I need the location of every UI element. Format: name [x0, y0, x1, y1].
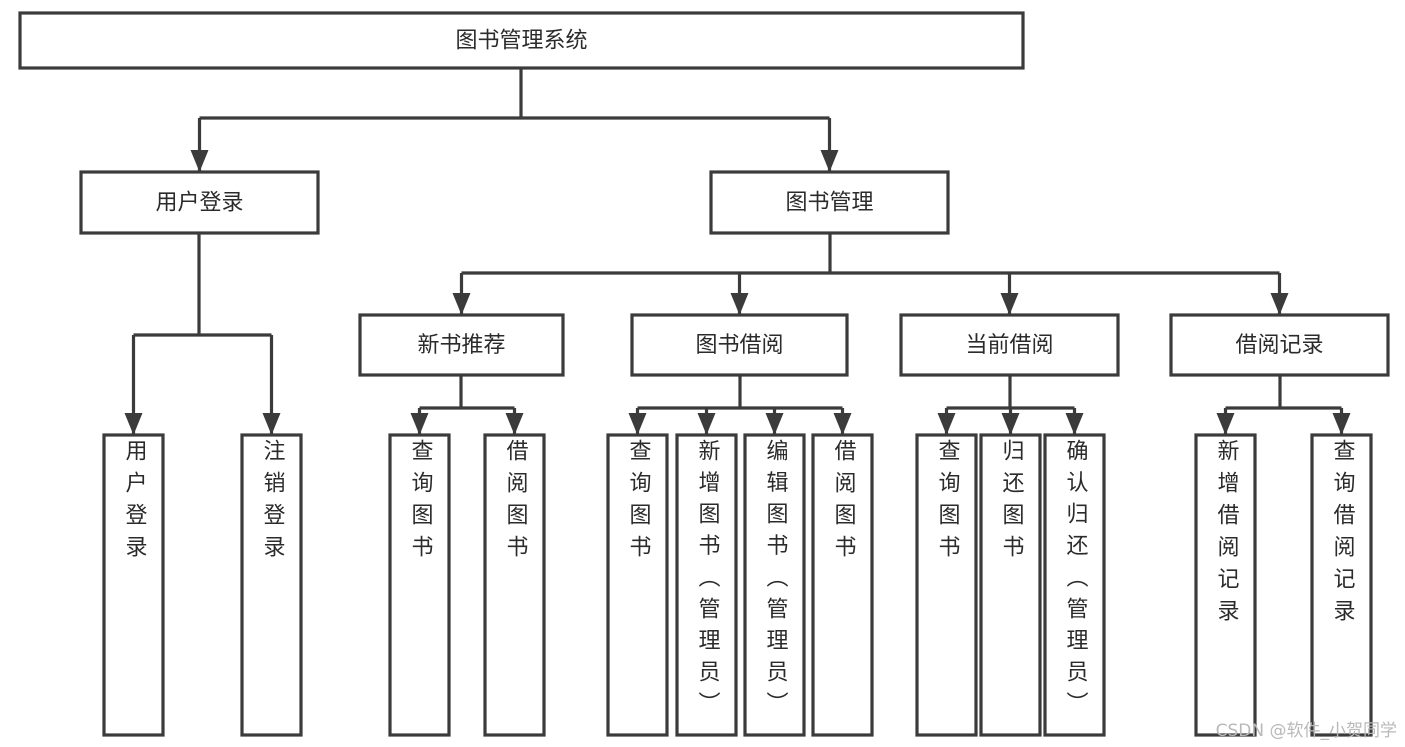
node-leaf-return-book[interactable] [979, 433, 1042, 737]
node-leaf-query-book-2[interactable] [606, 433, 669, 737]
node-leaf-borrow-book-1[interactable] [483, 433, 546, 737]
node-leaf-user-login[interactable] [102, 433, 165, 737]
node-leaf-query-record[interactable] [1310, 433, 1373, 737]
arrowhead-icon [505, 413, 524, 435]
node-box[interactable] [811, 433, 874, 737]
connector-layer [124, 68, 1351, 435]
arrowhead-icon [452, 293, 471, 315]
node-box[interactable] [743, 433, 806, 737]
node-label: 新书推荐 [417, 333, 505, 358]
arrowhead-icon [1065, 413, 1084, 435]
node-leaf-query-book-3[interactable] [915, 433, 978, 737]
node-current-borrow[interactable]: 当前借阅 [899, 313, 1120, 377]
arrowhead-icon [124, 413, 143, 435]
node-box[interactable] [709, 170, 950, 235]
arrowhead-icon [262, 413, 281, 435]
node-leaf-edit-book[interactable] [743, 433, 806, 737]
node-label: 当前借阅 [965, 333, 1053, 358]
node-box[interactable] [915, 433, 978, 737]
node-label: 图书管理系统 [455, 29, 587, 54]
arrowhead-icon [190, 150, 209, 172]
node-box[interactable] [1310, 433, 1373, 737]
node-root[interactable]: 图书管理系统 [18, 11, 1025, 70]
arrowhead-icon [937, 413, 956, 435]
node-leaf-borrow-book-2[interactable] [811, 433, 874, 737]
node-user-login[interactable]: 用户登录 [79, 170, 320, 235]
arrowhead-icon [628, 413, 647, 435]
node-box[interactable] [1043, 433, 1106, 737]
watermark-text: CSDN @软件_小贺同学 [1215, 721, 1397, 741]
node-book-manage[interactable]: 图书管理 [709, 170, 950, 235]
node-label: 图书管理 [785, 191, 873, 216]
node-box[interactable] [606, 433, 669, 737]
node-box[interactable] [102, 433, 165, 737]
node-label: 图书借阅 [695, 333, 783, 358]
node-leaf-logout[interactable] [240, 433, 303, 737]
arrowhead-icon [820, 150, 839, 172]
node-box[interactable] [358, 313, 565, 377]
node-box[interactable] [630, 313, 849, 377]
arrowhead-icon [730, 293, 749, 315]
node-book-borrow[interactable]: 图书借阅 [630, 313, 849, 377]
arrowhead-icon [1001, 413, 1020, 435]
arrowhead-icon [410, 413, 429, 435]
node-leaf-query-book-1[interactable] [388, 433, 451, 737]
node-box[interactable] [483, 433, 546, 737]
node-box[interactable] [1194, 433, 1257, 737]
node-box[interactable] [1169, 313, 1390, 377]
arrowhead-icon [1332, 413, 1351, 435]
arrowhead-icon [833, 413, 852, 435]
node-box[interactable] [675, 433, 738, 737]
node-box[interactable] [899, 313, 1120, 377]
node-box[interactable] [79, 170, 320, 235]
arrowhead-icon [1216, 413, 1235, 435]
arrowhead-icon [765, 413, 784, 435]
node-box[interactable] [240, 433, 303, 737]
node-new-book-rec[interactable]: 新书推荐 [358, 313, 565, 377]
node-leaf-confirm-return[interactable] [1043, 433, 1106, 737]
node-label: 借阅记录 [1235, 333, 1323, 358]
arrowhead-icon [1000, 293, 1019, 315]
node-box[interactable] [388, 433, 451, 737]
node-leaf-add-record[interactable] [1194, 433, 1257, 737]
arrowhead-icon [1270, 293, 1289, 315]
arrowhead-icon [697, 413, 716, 435]
node-label: 用户登录 [155, 191, 243, 216]
node-box[interactable] [979, 433, 1042, 737]
node-box[interactable] [18, 11, 1025, 70]
node-leaf-add-book[interactable] [675, 433, 738, 737]
node-borrow-record[interactable]: 借阅记录 [1169, 313, 1390, 377]
